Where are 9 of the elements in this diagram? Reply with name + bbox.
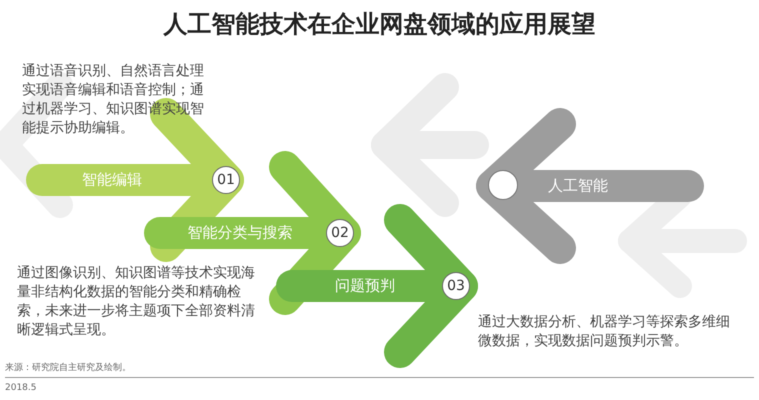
source-note: 来源：研究院自主研究及绘制。	[5, 362, 132, 374]
arrow-label: 智能分类与搜索	[188, 226, 292, 240]
arrow-label: 人工智能	[548, 178, 608, 194]
description-text: 通过大数据分析、机器学习等探索多维细微数据，实现数据问题预判示警。	[478, 313, 730, 351]
footer-note: 2018.5	[5, 382, 38, 394]
description-text: 通过图像识别、知识图谱等技术实现海量非结构化数据的智能分类和精确检索，未来进一步将主题项下全部资料清晰逻辑式呈现。	[17, 264, 256, 340]
arrow-label: 问题预判	[335, 278, 395, 294]
title: 人工智能技术在企业网盘领域的应用展望	[162, 9, 596, 40]
arrow-label: 智能编辑	[82, 172, 142, 188]
